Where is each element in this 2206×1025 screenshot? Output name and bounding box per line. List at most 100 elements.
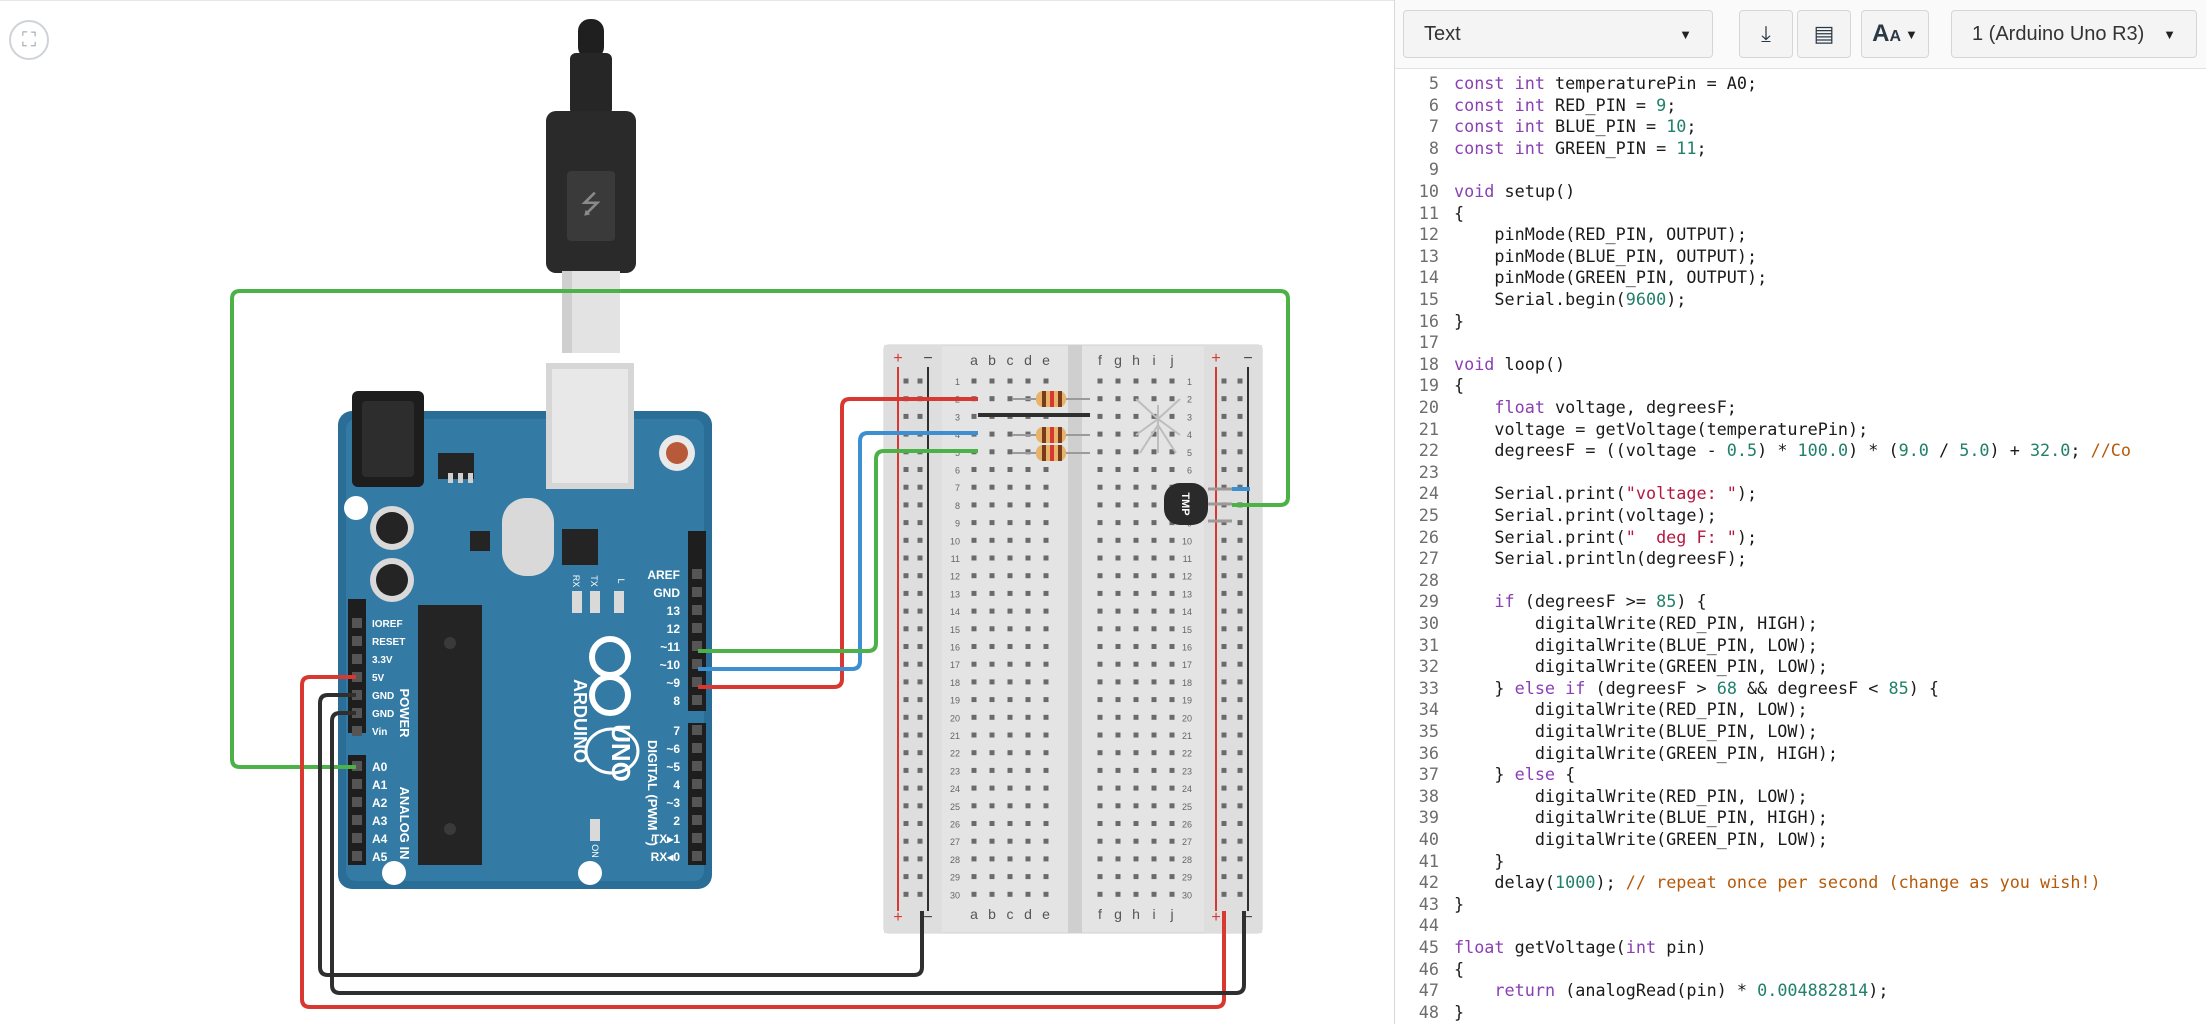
breadboard-hole[interactable] [1237, 821, 1243, 826]
code-line[interactable]: 28 [1395, 570, 1454, 591]
breadboard-hole[interactable] [971, 821, 977, 826]
breadboard-hole[interactable] [1025, 502, 1031, 508]
code-line[interactable]: 30 digitalWrite(RED_PIN, HIGH); [1395, 613, 1818, 634]
breadboard-hole[interactable] [1133, 679, 1139, 685]
breadboard-hole[interactable] [1025, 750, 1031, 756]
breadboard-hole[interactable] [971, 697, 977, 703]
breadboard-hole[interactable] [1221, 785, 1227, 791]
digital-pin-header[interactable] [692, 725, 702, 735]
breadboard-hole[interactable] [903, 467, 909, 472]
breadboard-hole[interactable] [1237, 467, 1243, 472]
breadboard-hole[interactable] [1025, 467, 1031, 472]
breadboard-hole[interactable] [1169, 555, 1175, 561]
breadboard-hole[interactable] [917, 608, 923, 614]
breadboard-hole[interactable] [1007, 679, 1013, 685]
breadboard-hole[interactable] [1221, 590, 1227, 596]
breadboard-hole[interactable] [1115, 520, 1121, 526]
breadboard-hole[interactable] [1133, 484, 1139, 490]
breadboard-hole[interactable] [1221, 467, 1227, 472]
breadboard-hole[interactable] [989, 697, 995, 703]
breadboard-hole[interactable] [1097, 520, 1103, 526]
breadboard-hole[interactable] [1007, 555, 1013, 561]
breadboard-hole[interactable] [917, 803, 923, 809]
breadboard-hole[interactable] [903, 891, 909, 897]
breadboard-hole[interactable] [1133, 803, 1139, 809]
breadboard-hole[interactable] [971, 467, 977, 472]
breadboard-hole[interactable] [1221, 413, 1227, 419]
breadboard-hole[interactable] [1133, 821, 1139, 826]
breadboard-hole[interactable] [1007, 856, 1013, 862]
breadboard-hole[interactable] [1043, 697, 1049, 703]
breadboard-hole[interactable] [903, 732, 909, 738]
breadboard-hole[interactable] [1237, 732, 1243, 738]
breadboard-hole[interactable] [1237, 838, 1243, 844]
breadboard-hole[interactable] [1097, 431, 1103, 437]
breadboard-hole[interactable] [1151, 856, 1157, 862]
breadboard-hole[interactable] [1237, 590, 1243, 596]
breadboard-hole[interactable] [1237, 644, 1243, 649]
breadboard-hole[interactable] [971, 661, 977, 667]
breadboard-hole[interactable] [1221, 644, 1227, 649]
code-line[interactable]: 35 digitalWrite(BLUE_PIN, LOW); [1395, 721, 1818, 742]
breadboard-hole[interactable] [903, 785, 909, 791]
breadboard-hole[interactable] [1221, 697, 1227, 703]
breadboard-hole[interactable] [989, 378, 995, 384]
breadboard-hole[interactable] [1115, 697, 1121, 703]
breadboard-hole[interactable] [1133, 767, 1139, 773]
breadboard-hole[interactable] [1169, 590, 1175, 596]
breadboard-hole[interactable] [1237, 378, 1243, 384]
breadboard-hole[interactable] [1115, 767, 1121, 773]
breadboard-hole[interactable] [1025, 767, 1031, 773]
code-line[interactable]: 29 if (degreesF >= 85) { [1395, 591, 1707, 612]
breadboard-hole[interactable] [903, 413, 909, 419]
breadboard-hole[interactable] [1097, 396, 1103, 402]
breadboard-hole[interactable] [1151, 502, 1157, 508]
breadboard-hole[interactable] [1097, 590, 1103, 596]
code-line[interactable]: 17 [1395, 332, 1454, 353]
code-line[interactable]: 25 Serial.print(voltage); [1395, 505, 1717, 526]
breadboard-hole[interactable] [1025, 732, 1031, 738]
code-line[interactable]: 43} [1395, 894, 1464, 915]
breadboard-hole[interactable] [1151, 679, 1157, 685]
breadboard-hole[interactable] [1097, 413, 1103, 419]
breadboard-hole[interactable] [989, 467, 995, 472]
breadboard-hole[interactable] [1115, 608, 1121, 614]
code-line[interactable]: 19{ [1395, 375, 1464, 396]
breadboard-hole[interactable] [1169, 396, 1175, 402]
breadboard-hole[interactable] [1097, 467, 1103, 472]
code-line[interactable]: 21 voltage = getVoltage(temperaturePin); [1395, 419, 1868, 440]
breadboard-hole[interactable] [1151, 785, 1157, 791]
breadboard-hole[interactable] [1237, 396, 1243, 402]
breadboard-hole[interactable] [1221, 537, 1227, 543]
editor-mode-dropdown[interactable]: Text ▼ [1403, 10, 1713, 58]
breadboard-hole[interactable] [971, 608, 977, 614]
code-line[interactable]: 33 } else if (degreesF > 68 && degreesF … [1395, 678, 1939, 699]
breadboard-hole[interactable] [971, 679, 977, 685]
code-line[interactable]: 48} [1395, 1002, 1464, 1023]
breadboard-hole[interactable] [1007, 573, 1013, 579]
breadboard-hole[interactable] [1097, 803, 1103, 809]
breadboard-hole[interactable] [971, 644, 977, 649]
breadboard-hole[interactable] [903, 537, 909, 543]
breadboard-hole[interactable] [1221, 767, 1227, 773]
breadboard-hole[interactable] [1133, 555, 1139, 561]
breadboard-hole[interactable] [1221, 714, 1227, 720]
breadboard-hole[interactable] [989, 714, 995, 720]
power-pin-header[interactable] [352, 690, 362, 700]
breadboard-hole[interactable] [1043, 484, 1049, 490]
breadboard-hole[interactable] [1169, 732, 1175, 738]
analog-pin-header[interactable] [352, 851, 362, 861]
breadboard-hole[interactable] [1133, 449, 1139, 455]
breadboard-hole[interactable] [1221, 891, 1227, 897]
breadboard-hole[interactable] [989, 679, 995, 685]
breadboard-hole[interactable] [1025, 697, 1031, 703]
breadboard-hole[interactable] [989, 590, 995, 596]
breadboard-hole[interactable] [1133, 838, 1139, 844]
breadboard-hole[interactable] [1169, 413, 1175, 419]
breadboard-hole[interactable] [1237, 608, 1243, 614]
breadboard-hole[interactable] [971, 767, 977, 773]
breadboard-hole[interactable] [1007, 449, 1013, 455]
breadboard-hole[interactable] [989, 661, 995, 667]
breadboard-hole[interactable] [1237, 537, 1243, 543]
